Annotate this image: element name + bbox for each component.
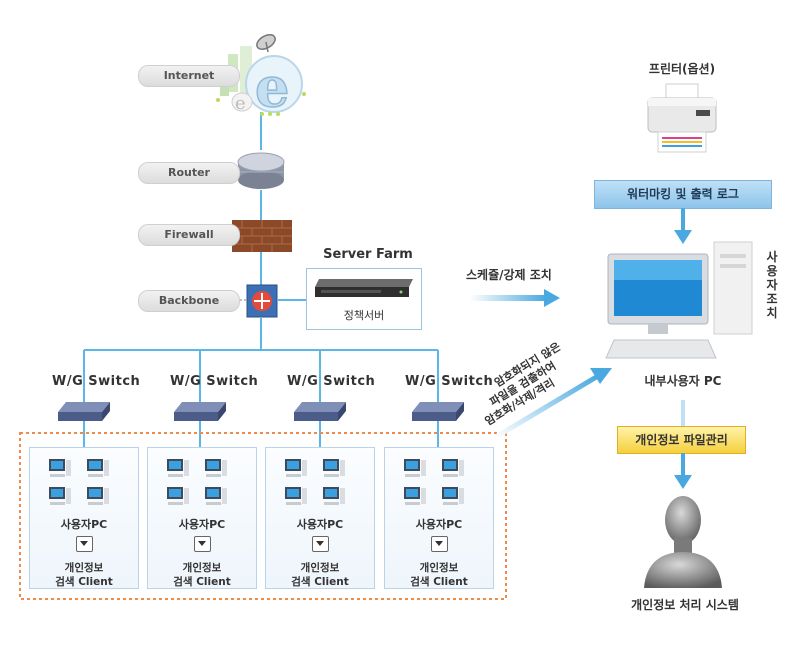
internet-label: Internet bbox=[138, 65, 240, 87]
server-farm-box: 정책서버 bbox=[306, 268, 422, 330]
privacy-system-label: 개인정보 처리 시스템 bbox=[631, 598, 739, 612]
chevron-down-icon bbox=[194, 536, 211, 552]
pc-icon bbox=[404, 487, 426, 505]
router-label: Router bbox=[138, 162, 240, 184]
pc-icon bbox=[205, 487, 227, 505]
wg-switch-label-1: W/G Switch bbox=[52, 374, 141, 389]
desktop-pc-icon bbox=[605, 241, 753, 359]
svg-text:e: e bbox=[255, 55, 289, 119]
wg-switch-label-2: W/G Switch bbox=[170, 374, 259, 389]
firewall-label: Firewall bbox=[138, 224, 240, 246]
user-pc-label: 사용자PC bbox=[415, 518, 463, 531]
pc-icon bbox=[49, 487, 71, 505]
pc-icon bbox=[167, 487, 189, 505]
schedule-action-label: 스케쥴/강제 조치 bbox=[466, 268, 552, 282]
wg-switch-icon-3 bbox=[294, 402, 346, 421]
file-management-box: 개인정보 파일관리 bbox=[617, 426, 746, 454]
wg-switch-icon-1 bbox=[58, 402, 110, 421]
user-action-vertical-label: 사 용 자 조 치 bbox=[766, 250, 778, 320]
watermark-log-box: 워터마킹 및 출력 로그 bbox=[594, 180, 772, 209]
pc-icon bbox=[167, 459, 189, 477]
detect-arrow bbox=[492, 368, 612, 441]
user-pc-label: 사용자PC bbox=[178, 518, 226, 531]
down-arrow-3 bbox=[674, 453, 692, 489]
pc-icon bbox=[87, 459, 109, 477]
pc-icon bbox=[323, 487, 345, 505]
router-icon bbox=[236, 152, 286, 192]
person-bust-icon bbox=[644, 496, 722, 588]
client-zone-border bbox=[19, 432, 507, 600]
pc-icon bbox=[285, 459, 307, 477]
pc-icon bbox=[205, 459, 227, 477]
firewall-icon bbox=[232, 220, 292, 252]
chevron-down-icon bbox=[312, 536, 329, 552]
pc-icon bbox=[442, 459, 464, 477]
wg-switch-label-3: W/G Switch bbox=[287, 374, 376, 389]
printer-icon bbox=[647, 83, 717, 153]
pc-icon bbox=[49, 459, 71, 477]
down-arrow-1 bbox=[674, 208, 692, 244]
printer-label: 프린터(옵션) bbox=[648, 62, 716, 76]
pc-icon bbox=[323, 459, 345, 477]
user-pc-label: 사용자PC bbox=[60, 518, 108, 531]
internal-pc-label: 내부사용자 PC bbox=[644, 374, 722, 388]
wg-switch-icon-2 bbox=[174, 402, 226, 421]
pc-icon bbox=[404, 459, 426, 477]
pc-icon bbox=[442, 487, 464, 505]
server-farm-title: Server Farm bbox=[323, 247, 413, 262]
chevron-down-icon bbox=[76, 536, 93, 552]
svg-text:e: e bbox=[235, 93, 246, 114]
policy-server-icon bbox=[315, 279, 413, 297]
wg-switch-label-4: W/G Switch bbox=[405, 374, 494, 389]
pc-icon bbox=[87, 487, 109, 505]
pc-icon bbox=[285, 487, 307, 505]
user-pc-label: 사용자PC bbox=[296, 518, 344, 531]
backbone-label: Backbone bbox=[138, 290, 240, 312]
schedule-arrow bbox=[470, 289, 560, 307]
chevron-down-icon bbox=[431, 536, 448, 552]
backbone-switch-icon bbox=[246, 284, 278, 318]
policy-server-label: 정책서버 bbox=[343, 309, 385, 322]
wg-switch-icon-4 bbox=[412, 402, 464, 421]
down-arrow-2 bbox=[681, 400, 685, 426]
